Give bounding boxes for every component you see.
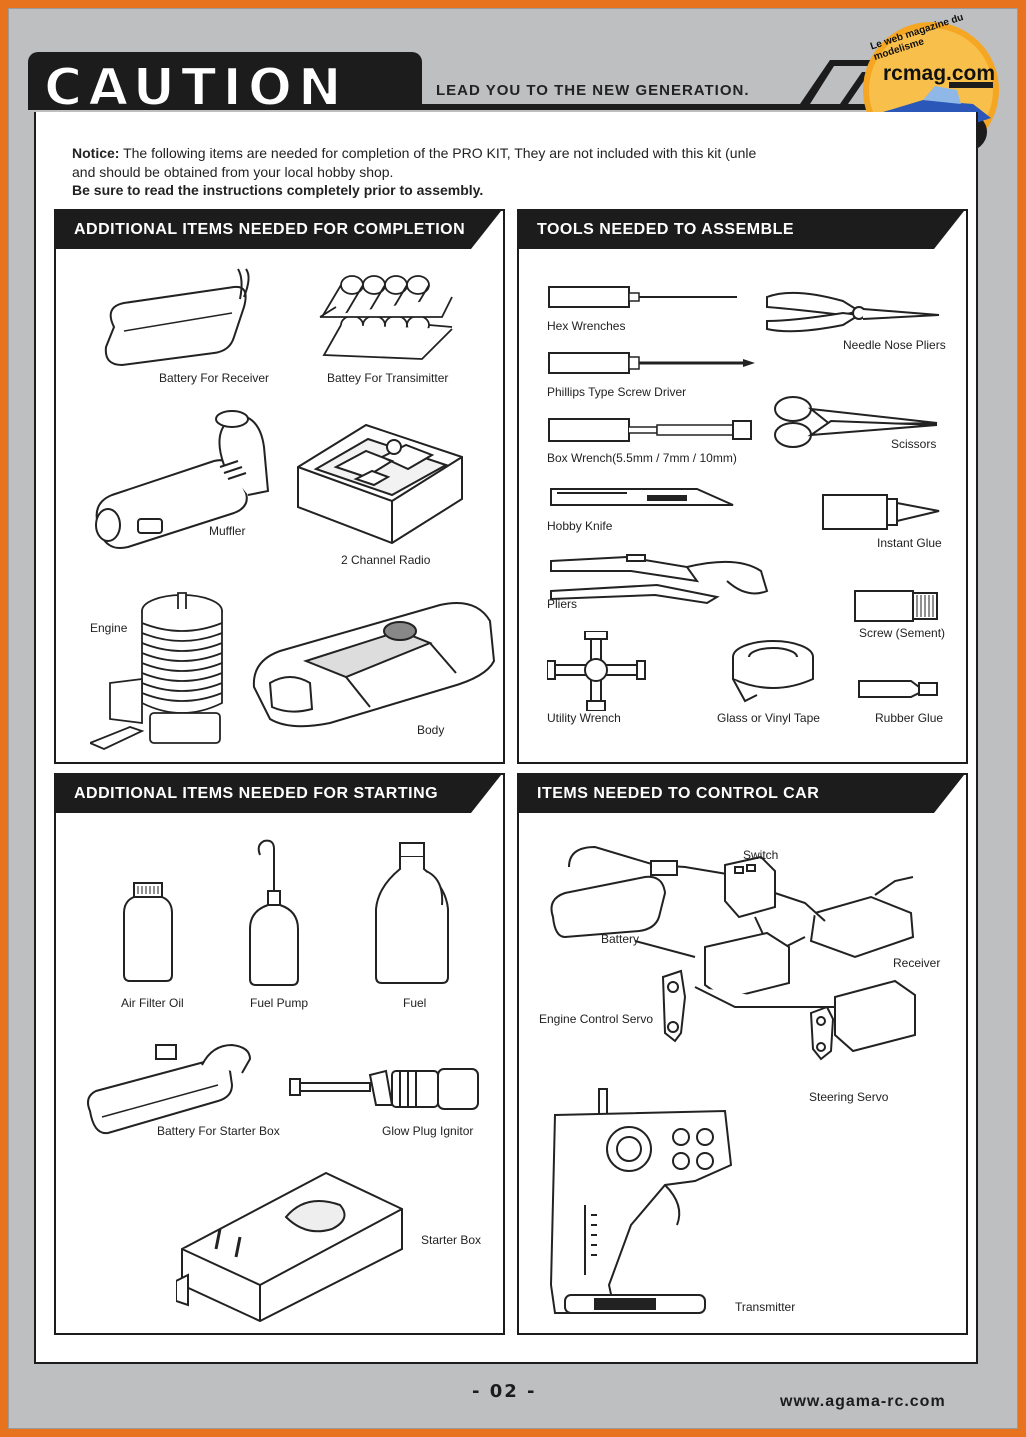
item-label: Glow Plug Ignitor [382, 1124, 474, 1138]
item-label: Switch [743, 848, 779, 862]
fuel-jug-icon [375, 842, 449, 984]
receiver-battery-icon [104, 268, 250, 367]
item-label: Engine [90, 621, 128, 635]
needle-nose-pliers-icon [766, 291, 940, 333]
section-tools: TOOLS NEEDED TO ASSEMBLE Hex Wrenches Ne… [517, 209, 968, 764]
brand-logo-mark [800, 60, 910, 104]
item-label: Pliers [547, 597, 578, 611]
footer-url: www.agama-rc.com [780, 1393, 946, 1410]
hobby-knife-icon [550, 488, 734, 506]
item-label: Steering Servo [809, 1090, 889, 1104]
item-label: Battey For Transimitter [327, 371, 449, 385]
item-label: Scissors [891, 437, 937, 451]
item-label: Battery For Receiver [159, 371, 270, 385]
muffler-icon [95, 410, 270, 549]
item-label: Hobby Knife [547, 519, 613, 533]
notice-label: Notice: [72, 145, 120, 161]
transmitter-battery-icon [319, 275, 453, 360]
item-label: Instant Glue [877, 536, 942, 550]
tape-roll-icon [732, 640, 814, 703]
item-label: Air Filter Oil [121, 996, 184, 1010]
radio-box-icon [297, 423, 463, 545]
item-label: Glass or Vinyl Tape [717, 711, 820, 725]
starter-box-battery-icon [87, 1043, 252, 1135]
section-control-title: ITEMS NEEDED TO CONTROL CAR [519, 775, 964, 813]
glow-plug-ignitor-icon [289, 1068, 479, 1110]
item-label: Hex Wrenches [547, 319, 626, 333]
tagline: LEAD YOU TO THE NEW GENERATION. [436, 82, 750, 99]
page-title: CAUTION [43, 57, 348, 119]
instant-glue-icon [822, 494, 940, 530]
item-label: Muffler [209, 524, 246, 538]
item-label: Receiver [893, 956, 941, 970]
section-starting: ADDITIONAL ITEMS NEEDED FOR STARTING Air… [54, 773, 505, 1335]
item-label: Starter Box [421, 1233, 482, 1247]
fuel-pump-bottle-icon [249, 839, 299, 986]
body-shell-icon [252, 602, 496, 728]
hex-wrench-icon [548, 286, 737, 308]
phillips-screwdriver-icon [548, 352, 755, 374]
air-filter-oil-icon [123, 882, 173, 982]
item-label: Battery [601, 932, 640, 946]
item-label: Transmitter [735, 1300, 796, 1314]
section-completion: ADDITIONAL ITEMS NEEDED FOR COMPLETION B… [54, 209, 505, 764]
caution-header-tab [28, 52, 422, 110]
item-label: 2 Channel Radio [341, 553, 431, 567]
section-control: ITEMS NEEDED TO CONTROL CAR Switch Batte… [517, 773, 968, 1335]
notice-line2: and should be obtained from your local h… [72, 163, 394, 180]
item-label: Fuel [403, 996, 427, 1010]
item-label: Screw (Sement) [859, 626, 946, 640]
item-label: Engine Control Servo [539, 1012, 654, 1026]
watermark-site: rcmag.com [883, 62, 996, 85]
section-tools-title: TOOLS NEEDED TO ASSEMBLE [519, 211, 964, 249]
item-label: Phillips Type Screw Driver [547, 385, 687, 399]
item-label: Body [417, 723, 445, 737]
notice-block: Notice: The following items are needed f… [72, 144, 882, 200]
item-label: Box Wrench(5.5mm / 7mm / 10mm) [547, 451, 737, 465]
header-rule [28, 104, 978, 110]
transmitter-icon [549, 1088, 733, 1314]
rubber-glue-icon [858, 680, 938, 698]
section-starting-title: ADDITIONAL ITEMS NEEDED FOR STARTING [56, 775, 501, 813]
item-label: Battery For Starter Box [157, 1124, 280, 1138]
item-label: Rubber Glue [875, 711, 944, 725]
notice-warning: Be sure to read the instructions complet… [72, 182, 484, 198]
item-label: Fuel Pump [250, 996, 309, 1010]
page-number: - 02 - [472, 1381, 537, 1402]
item-label: Needle Nose Pliers [843, 338, 946, 352]
scissors-icon [774, 396, 938, 448]
section-completion-title: ADDITIONAL ITEMS NEEDED FOR COMPLETION [56, 211, 501, 249]
utility-wrench-icon [547, 631, 646, 711]
control-wiring-icon [550, 845, 916, 1061]
item-label: Utility Wrench [547, 711, 621, 725]
engine-icon [90, 592, 223, 750]
pliers-icon [550, 554, 769, 605]
screw-cement-icon [854, 590, 938, 622]
starter-box-icon [176, 1171, 403, 1323]
notice-text: The following items are needed for compl… [123, 145, 757, 161]
box-wrench-icon [548, 418, 752, 442]
